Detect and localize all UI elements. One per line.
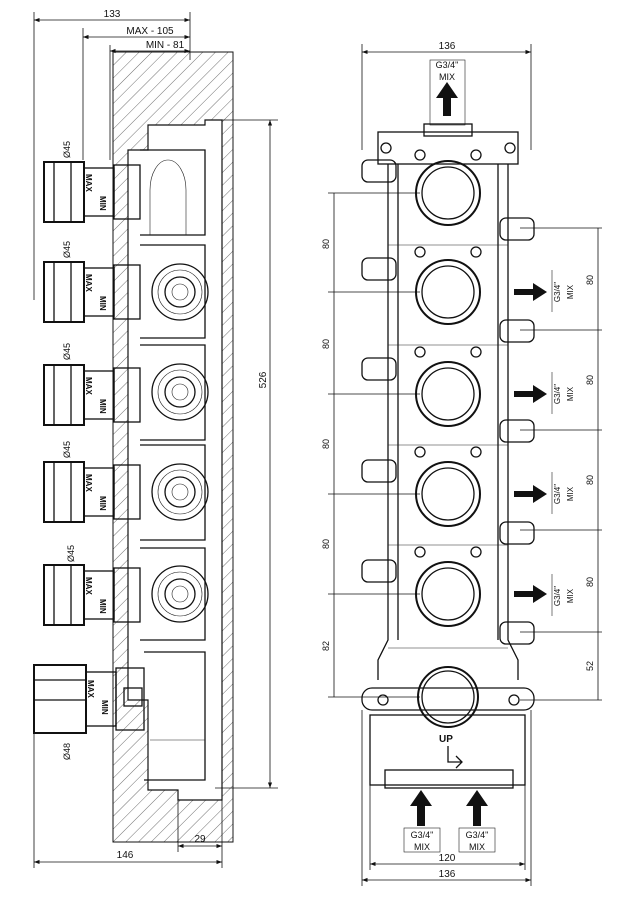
side-knob-5 (43, 547, 209, 641)
outlet-3: G3/4" MIX (514, 472, 575, 514)
outlet-2: G3/4" MIX (514, 372, 575, 414)
svg-text:G3/4": G3/4" (553, 282, 562, 302)
dim-height: 526 (258, 371, 269, 388)
knob-diameter-5: Ø45 (66, 545, 76, 562)
max-label-large: MAX (86, 680, 95, 698)
bottom-inlet-right-thread: G3/4" (466, 830, 489, 840)
side-labels: Ø45 Ø45 Ø45 Ø45 Ø45 Ø48 MAX MIN MAX MIN … (62, 141, 109, 760)
max-label-4: MAX (84, 474, 93, 492)
up-label: UP (439, 734, 453, 745)
dim-bottom-width-inner: 120 (439, 853, 456, 864)
side-knob-large (33, 651, 206, 781)
max-label-1: MAX (84, 174, 93, 192)
min-label-3: MIN (98, 399, 107, 414)
side-knob-3 (43, 344, 209, 441)
svg-text:G3/4": G3/4" (553, 384, 562, 404)
svg-text:MIX: MIX (566, 486, 575, 501)
dim-bottom-right: 29 (194, 834, 206, 845)
max-label-5: MAX (84, 577, 93, 595)
right-spacing-1: 80 (585, 275, 595, 285)
left-spacing-dims: 80 80 80 80 82 (321, 192, 420, 698)
svg-text:MIX: MIX (566, 386, 575, 401)
min-label-2: MIN (98, 296, 107, 311)
top-outlet-arrow (436, 82, 458, 116)
cartridge-1 (361, 149, 482, 226)
right-spacing-2: 80 (585, 375, 595, 385)
min-label-1: MIN (98, 196, 107, 211)
min-label-large: MIN (100, 700, 109, 715)
min-label-5: MIN (98, 599, 107, 614)
dim-max: MAX - 105 (126, 26, 174, 37)
knob-diameter-3: Ø45 (62, 343, 72, 360)
side-knob-2 (43, 244, 209, 339)
top-outlet-box (429, 59, 466, 126)
right-spacing-3: 80 (585, 475, 595, 485)
bottom-inlet-left-label: MIX (414, 842, 430, 852)
left-spacing-2: 80 (321, 339, 331, 349)
svg-text:G3/4": G3/4" (553, 484, 562, 504)
knob-diameter-2: Ø45 (62, 241, 72, 258)
dim-bottom-width-outer: 136 (439, 869, 456, 880)
knob-diameter-large: Ø48 (62, 743, 72, 760)
knob-diameter-4: Ø45 (62, 441, 72, 458)
dim-min: MIN - 81 (146, 40, 185, 51)
max-label-2: MAX (84, 274, 93, 292)
svg-text:MIX: MIX (566, 284, 575, 299)
side-knob-4 (43, 444, 209, 541)
body-frame (377, 123, 519, 680)
front-view: 136 G3/4" MIX (321, 41, 602, 886)
right-spacing-5: 52 (585, 661, 595, 671)
left-spacing-1: 80 (321, 239, 331, 249)
diverter-bottom (361, 666, 535, 789)
left-spacing-5: 82 (321, 641, 331, 651)
max-label-3: MAX (84, 377, 93, 395)
bottom-inlet-right: G3/4" MIX (458, 790, 496, 853)
left-spacing-4: 80 (321, 539, 331, 549)
bottom-inlet-left: G3/4" MIX (403, 790, 441, 853)
svg-text:G3/4": G3/4" (553, 586, 562, 606)
side-view: 133 MAX - 105 MIN - 81 526 146 29 (33, 9, 278, 868)
min-label-4: MIN (98, 496, 107, 511)
right-spacing-4: 80 (585, 577, 595, 587)
up-symbol (447, 746, 463, 769)
side-knob-1 (43, 149, 206, 236)
outlet-4: G3/4" MIX (514, 574, 575, 616)
bottom-inlet-left-thread: G3/4" (411, 830, 434, 840)
outlet-1: G3/4" MIX (514, 270, 575, 312)
dim-total-depth: 133 (104, 9, 121, 20)
dim-bottom-left: 146 (117, 850, 134, 861)
right-spacing-dims: 80 80 80 80 52 (520, 227, 602, 701)
bottom-inlet-right-label: MIX (469, 842, 485, 852)
top-outlet-thread: G3/4" (436, 60, 459, 70)
cartridge-5 (361, 521, 535, 645)
left-spacing-3: 80 (321, 439, 331, 449)
knob-diameter-1: Ø45 (62, 141, 72, 158)
svg-text:MIX: MIX (566, 588, 575, 603)
dim-top-width: 136 (439, 41, 456, 52)
top-outlet-label: MIX (439, 72, 455, 82)
